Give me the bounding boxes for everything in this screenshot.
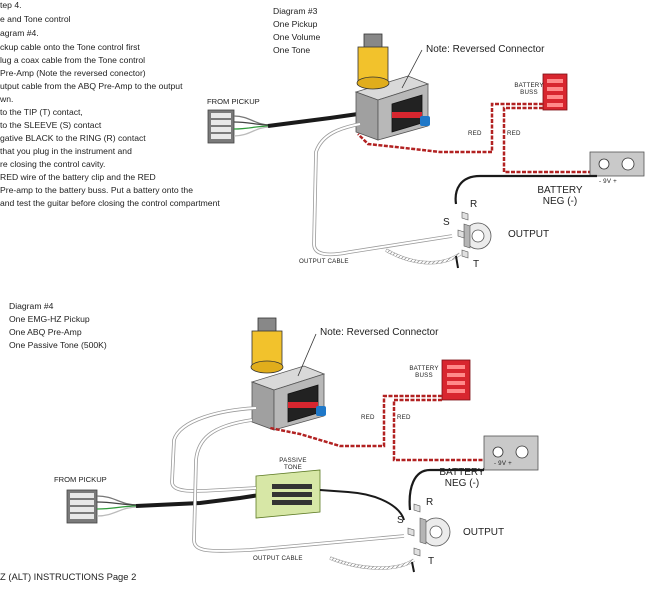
red-label-right-3: RED xyxy=(507,130,521,137)
pickup-connector-4 xyxy=(66,489,98,524)
diagram-3-line: One Volume xyxy=(273,32,321,42)
output-jack xyxy=(457,211,492,259)
battery-buss xyxy=(542,73,568,111)
instruction-line: RED wire of the battery clip and the RED xyxy=(0,172,156,182)
jack-s-label-3: S xyxy=(443,217,450,228)
battery-neg-line: BATTERY xyxy=(439,467,485,478)
diagram-3-line: One Tone xyxy=(273,45,311,55)
instruction-line: utput cable from the ABQ Pre-Amp to the … xyxy=(0,81,183,91)
note-reversed-connector-3: Note: Reversed Connector xyxy=(426,44,545,55)
instruction-line: re closing the control cavity. xyxy=(0,159,106,169)
diagram-4-line: One Passive Tone (500K) xyxy=(9,340,107,350)
battery-buss-label-3: BATTERY BUSS xyxy=(514,82,544,96)
red-wire-preamp-4 xyxy=(269,394,442,448)
diagram-3 xyxy=(207,33,645,269)
pickup-cable-4 xyxy=(135,492,267,508)
battery-buss-4 xyxy=(441,359,471,401)
battery-9v-text-4: - 9V + xyxy=(494,460,512,467)
passive-tone-pot xyxy=(255,469,321,519)
battery-9v-text-3: - 9V + xyxy=(599,178,617,185)
instruction-line: agram #4. xyxy=(0,28,39,38)
diagram-4-line: One ABQ Pre-Amp xyxy=(9,327,82,337)
output-jack-4 xyxy=(407,503,451,557)
passive-tone-label-line: TONE xyxy=(284,464,302,471)
battery-negative-wire xyxy=(454,174,597,205)
diagram-3-line: One Pickup xyxy=(273,19,318,29)
jack-s-label-4: S xyxy=(397,515,404,526)
instruction-line: tep 4. xyxy=(0,0,22,10)
battery-neg-label-3: BATTERY NEG (-) xyxy=(534,185,586,207)
passive-tone-label: PASSIVE TONE xyxy=(272,457,314,471)
diagram-4-line: One EMG-HZ Pickup xyxy=(9,314,90,324)
battery-neg-line: NEG (-) xyxy=(542,196,578,207)
output-label-4: OUTPUT xyxy=(463,527,505,538)
output-cable xyxy=(312,122,453,257)
note-leader-4 xyxy=(297,333,317,377)
preamp-pot-assembly-4 xyxy=(250,317,326,431)
instruction-line: wn. xyxy=(0,94,14,104)
battery-buss-label-line: BUSS xyxy=(415,372,433,379)
output-cable-label-3: OUTPUT CABLE xyxy=(299,258,349,265)
red-wire-battery-4 xyxy=(392,398,484,462)
battery-neg-label-4: BATTERY NEG (-) xyxy=(436,467,488,489)
battery-9v xyxy=(589,151,645,177)
instruction-line: Pre-amp to the battery buss. Put a batte… xyxy=(0,185,193,195)
instruction-line: ckup cable onto the Tone control first xyxy=(0,42,140,52)
diagram-3-title: Diagram #3 xyxy=(273,6,318,16)
red-label-left-3: RED xyxy=(468,130,482,137)
battery-buss-label-line: BATTERY xyxy=(409,365,439,372)
pickup-cable xyxy=(267,112,359,128)
red-wire-preamp xyxy=(357,102,543,154)
note-leader-3 xyxy=(401,49,423,89)
pickup-connector xyxy=(207,109,235,144)
note-reversed-connector-4: Note: Reversed Connector xyxy=(320,327,439,338)
battery-buss-label-line: BATTERY xyxy=(514,82,544,89)
instruction-line: to the SLEEVE (S) contact xyxy=(0,120,102,130)
battery-9v-4 xyxy=(483,435,539,471)
output-label-3: OUTPUT xyxy=(508,229,550,240)
pickup-wires-4 xyxy=(96,495,139,517)
jack-t-label-3: T xyxy=(473,259,480,270)
battery-neg-line: BATTERY xyxy=(537,185,583,196)
jack-r-label-3: R xyxy=(470,199,478,210)
battery-buss-label-4: BATTERY BUSS xyxy=(404,365,444,379)
red-label-right-4: RED xyxy=(397,414,411,421)
diagram-4 xyxy=(66,317,539,573)
from-pickup-label-4: FROM PICKUP xyxy=(54,475,107,484)
instruction-line: Pre-Amp (Note the reversed conector) xyxy=(0,68,146,78)
passive-tone-label-line: PASSIVE xyxy=(279,457,307,464)
instruction-line: lug a coax cable from the Tone control xyxy=(0,55,146,65)
instruction-line: e and Tone control xyxy=(0,14,71,24)
red-wire-battery xyxy=(502,106,598,174)
instruction-line: gative BLACK to the RING (R) contact xyxy=(0,133,146,143)
from-pickup-label-3: FROM PICKUP xyxy=(207,97,260,106)
pickup-wires xyxy=(233,115,271,137)
preamp-pot-assembly xyxy=(354,33,430,141)
page-footer: Z (ALT) INSTRUCTIONS Page 2 xyxy=(0,571,137,582)
battery-neg-line: NEG (-) xyxy=(444,478,480,489)
instruction-line: and test the guitar before closing the c… xyxy=(0,198,220,208)
jack-r-label-4: R xyxy=(426,497,434,508)
instruction-line: to the TIP (T) contact, xyxy=(0,107,83,117)
red-label-left-4: RED xyxy=(361,414,375,421)
battery-buss-label-line: BUSS xyxy=(520,89,538,96)
battery-negative-wire-4 xyxy=(408,468,484,511)
diagram-4-title: Diagram #4 xyxy=(9,301,54,311)
jack-t-label-4: T xyxy=(428,556,435,567)
instruction-line: that you plug in the instrument and xyxy=(0,146,132,156)
output-cable-label-4: OUTPUT CABLE xyxy=(253,555,303,562)
